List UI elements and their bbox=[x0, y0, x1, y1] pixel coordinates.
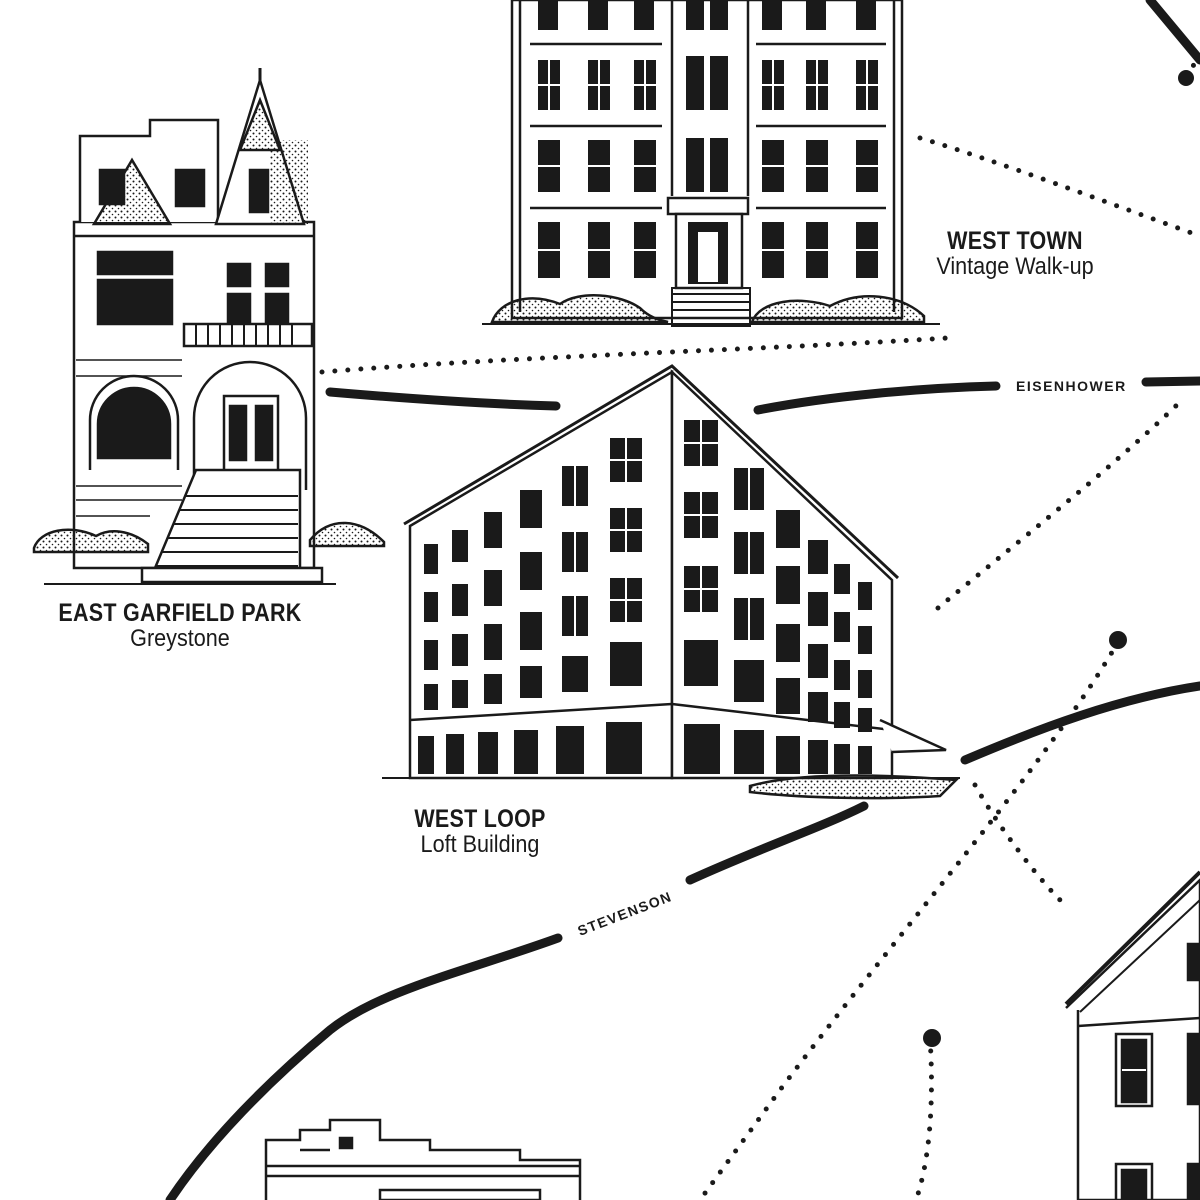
road-stevenson-lower bbox=[165, 933, 563, 1200]
road-label-stevenson: STEVENSON bbox=[575, 888, 674, 939]
location-dot-icon bbox=[1178, 70, 1194, 86]
location-dot-icon bbox=[1109, 631, 1127, 649]
neighborhood-name: WEST TOWN bbox=[947, 227, 1083, 255]
road-stevenson-upper bbox=[685, 801, 869, 885]
neighborhood-label-west-loop: WEST LOOP Loft Building bbox=[340, 805, 620, 859]
location-dot-icon bbox=[923, 1029, 941, 1047]
building-type: Greystone bbox=[130, 625, 230, 653]
neighborhood-name: WEST LOOP bbox=[414, 805, 546, 833]
road-eisenhower-west bbox=[325, 387, 561, 411]
neighborhood-label-east-garfield-park: EAST GARFIELD PARK Greystone bbox=[20, 599, 340, 653]
building-type: Vintage Walk-up bbox=[936, 253, 1094, 281]
neighborhood-label-west-town: WEST TOWN Vintage Walk-up bbox=[880, 227, 1150, 281]
building-type: Loft Building bbox=[420, 831, 540, 859]
road-eisenhower-far-east bbox=[1141, 376, 1200, 387]
road-eisenhower-east bbox=[753, 381, 1001, 415]
greystone-building-icon bbox=[32, 68, 386, 585]
loft-building-icon bbox=[382, 364, 960, 800]
neighborhood-name: EAST GARFIELD PARK bbox=[58, 599, 302, 627]
road-lines bbox=[165, 0, 1200, 1200]
transit-lines bbox=[319, 53, 1200, 1200]
road-top-right bbox=[1145, 0, 1200, 65]
cottage-building-icon bbox=[1064, 870, 1200, 1200]
road-east-diagonal bbox=[960, 681, 1200, 765]
walkup-building-icon bbox=[482, 0, 940, 327]
road-label-eisenhower: EISENHOWER bbox=[1016, 378, 1127, 394]
storefront-building-icon bbox=[264, 1118, 582, 1200]
